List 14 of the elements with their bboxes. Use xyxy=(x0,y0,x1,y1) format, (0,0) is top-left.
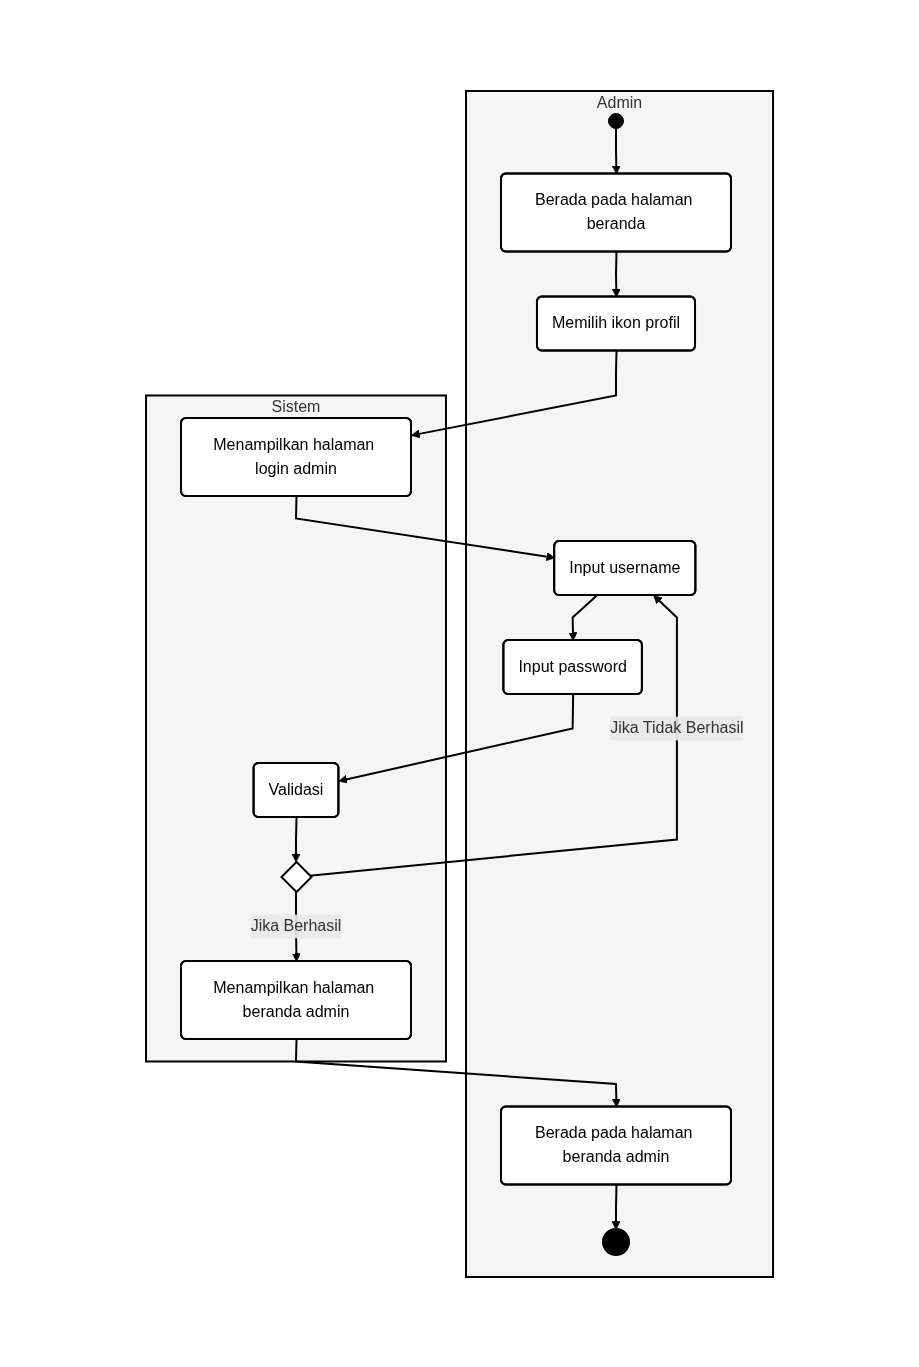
node-diamond xyxy=(280,860,313,893)
arrow xyxy=(308,594,678,877)
node-circle xyxy=(607,112,624,129)
edge-label: Jika Berhasil xyxy=(250,916,342,934)
arrow xyxy=(611,250,621,297)
arrow xyxy=(294,1038,621,1107)
arrow xyxy=(611,127,621,174)
arrow xyxy=(338,693,575,784)
arrow xyxy=(411,349,618,438)
arrow xyxy=(611,1183,621,1230)
edge-label: Jika Tidak Berhasil xyxy=(610,718,744,736)
arrow xyxy=(291,816,301,862)
arrow xyxy=(568,594,598,641)
node-bullseye xyxy=(601,1227,630,1256)
